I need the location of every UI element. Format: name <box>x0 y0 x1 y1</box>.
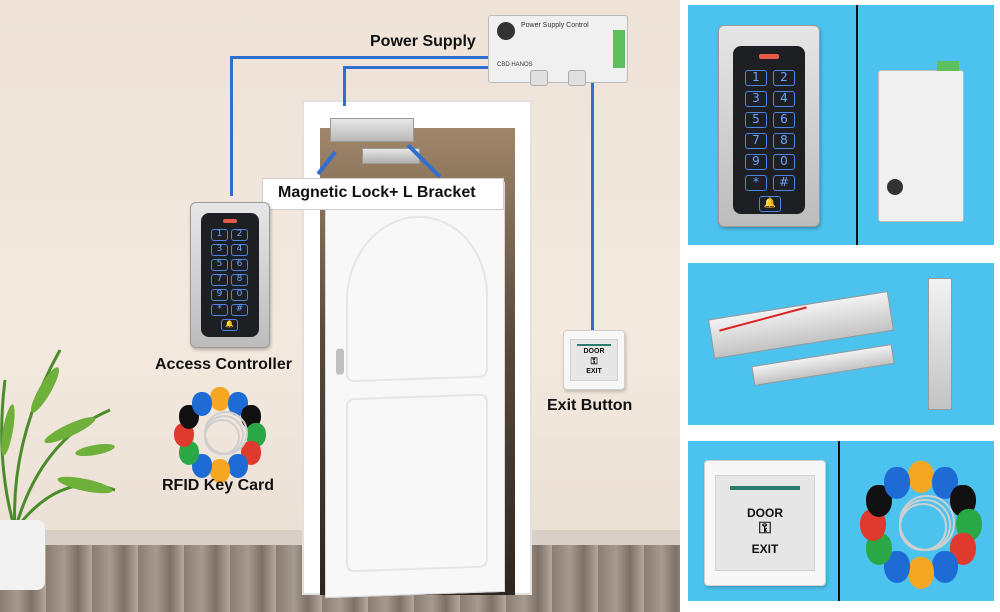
wire-segment <box>343 66 488 69</box>
keypad-key-hash: # <box>773 175 795 191</box>
wire-segment <box>591 80 594 330</box>
keypad-key-2: 2 <box>231 229 248 241</box>
rfid-fob <box>932 550 958 583</box>
exit-button-plate: DOOR ⚿ EXIT <box>563 330 625 390</box>
plant-pot <box>0 520 45 590</box>
key-icon: ⚿ <box>590 356 598 366</box>
keypad-key-6: 6 <box>773 112 795 128</box>
door-handle <box>336 348 344 375</box>
keypad-key-5: 5 <box>745 112 767 128</box>
rfid-fob <box>908 461 934 493</box>
installation-scene: Power Supply Control CBD HANOS Power Sup… <box>0 0 680 612</box>
mounting-ear <box>530 70 548 86</box>
keypad-key-0: 0 <box>773 154 795 170</box>
keypad-key-3: 3 <box>211 244 228 256</box>
keypad-key-9: 9 <box>211 289 228 301</box>
door-lower-panel <box>346 393 488 573</box>
key-ring <box>203 410 249 456</box>
key-ring <box>899 495 955 551</box>
wire-segment <box>343 66 346 106</box>
keypad-key-9: 9 <box>745 154 767 170</box>
access-controller-label: Access Controller <box>155 356 292 373</box>
keypad-key-5: 5 <box>211 259 228 271</box>
product-key-icon: ⚿ <box>758 520 772 537</box>
bell-icon: 🔔 <box>759 196 781 212</box>
product-rfid-fob-cluster <box>856 460 986 590</box>
wire-segment <box>230 56 490 59</box>
rfid-fob <box>174 423 194 447</box>
rfid-fob <box>192 391 212 416</box>
exit-text: EXIT <box>586 368 602 375</box>
power-supply-unit: Power Supply Control CBD HANOS <box>488 15 628 83</box>
product-exit-text: EXIT <box>751 542 779 556</box>
mounting-ear <box>568 70 586 86</box>
keypad-key-4: 4 <box>773 91 795 107</box>
product-exit-face: DOOR ⚿ EXIT <box>715 475 815 571</box>
product-exit-button: DOOR ⚿ EXIT <box>704 460 826 586</box>
rfid-fob <box>210 459 230 483</box>
keypad-key-8: 8 <box>773 133 795 149</box>
rfid-fob-cluster <box>170 385 270 485</box>
product-door-text: DOOR <box>747 506 783 520</box>
exit-strip <box>577 344 611 346</box>
magnetic-lock-label-box <box>262 178 504 210</box>
panel-divider <box>838 441 840 601</box>
rfid-key-card-label: RFID Key Card <box>162 477 275 494</box>
product-exit-strip <box>730 486 800 490</box>
brand-logo-icon <box>497 22 515 40</box>
panel-divider <box>856 5 858 245</box>
keypad-key-0: 0 <box>231 289 248 301</box>
status-led <box>223 219 237 223</box>
keypad-key-1: 1 <box>211 229 228 241</box>
keypad-key-8: 8 <box>231 274 248 286</box>
exit-button-label: Exit Button <box>547 397 633 414</box>
keypad-key-1: 1 <box>745 70 767 86</box>
keypad-key-star: * <box>211 304 228 316</box>
keypad-key-4: 4 <box>231 244 248 256</box>
rfid-fob <box>228 454 248 479</box>
product-status-led <box>759 54 779 59</box>
rfid-fob <box>884 467 910 500</box>
bell-icon: 🔔 <box>221 319 238 331</box>
door-text: DOOR <box>583 348 605 355</box>
keypad-key-hash: # <box>231 304 248 316</box>
wire-segment <box>230 56 233 196</box>
product-power-supply <box>878 61 964 222</box>
door <box>325 181 505 599</box>
keypad-key-7: 7 <box>745 133 767 149</box>
magnetic-lock <box>330 118 414 142</box>
rfid-fob <box>908 557 934 589</box>
keypad-key-3: 3 <box>745 91 767 107</box>
product-brand-logo-icon <box>887 179 903 195</box>
terminal-block <box>613 30 625 68</box>
power-supply-label: Power Supply <box>370 33 476 50</box>
rfid-fob <box>178 441 199 465</box>
keypad-key-6: 6 <box>231 259 248 271</box>
door-upper-panel <box>346 213 488 383</box>
keypad-key-star: * <box>745 175 767 191</box>
plant-decoration <box>0 349 116 531</box>
psu-brand: CBD HANOS <box>497 62 533 68</box>
exit-button-face: DOOR ⚿ EXIT <box>570 339 618 381</box>
product-terminal-block <box>937 61 959 71</box>
keypad-key-2: 2 <box>773 70 795 86</box>
rfid-fob <box>210 387 230 411</box>
psu-title: Power Supply Control <box>521 22 589 29</box>
magnetic-lock-label: Magnetic Lock+ L Bracket <box>278 184 476 201</box>
keypad-key-7: 7 <box>211 274 228 286</box>
product-l-bracket <box>928 278 952 410</box>
